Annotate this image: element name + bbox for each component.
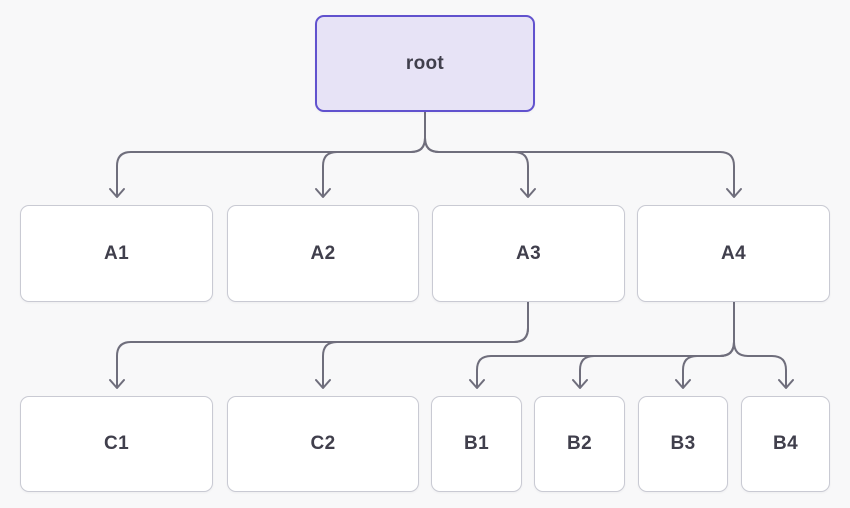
- node-label: root: [405, 52, 445, 74]
- node-label: C2: [310, 433, 336, 454]
- arrowhead-a2: [315, 188, 331, 198]
- node-a1[interactable]: A1: [20, 205, 213, 302]
- node-label: B1: [464, 433, 489, 454]
- node-label: B2: [567, 433, 592, 454]
- node-b4[interactable]: B4: [741, 396, 830, 492]
- node-label: B3: [670, 433, 696, 454]
- node-a4[interactable]: A4: [637, 205, 830, 302]
- edge-a4-b4: [733, 301, 787, 387]
- arrowhead-b2: [572, 379, 588, 389]
- node-c2[interactable]: C2: [227, 396, 419, 492]
- node-label: A3: [516, 242, 541, 264]
- node-root[interactable]: root: [315, 15, 535, 112]
- node-b2[interactable]: B2: [534, 396, 625, 492]
- arrowhead-b3: [675, 379, 691, 389]
- edge-root-a4: [424, 111, 735, 196]
- arrowhead-a3: [520, 188, 536, 198]
- node-label: C1: [104, 433, 129, 454]
- node-label: A1: [104, 242, 129, 264]
- arrowhead-c1: [109, 379, 125, 389]
- arrowhead-c2: [315, 379, 331, 389]
- node-a2[interactable]: A2: [227, 205, 419, 302]
- edge-root-a1: [116, 111, 426, 196]
- edge-a4-b2: [579, 301, 735, 387]
- node-label: A4: [721, 242, 746, 264]
- node-a3[interactable]: A3: [432, 205, 625, 302]
- arrowhead-b4: [778, 379, 794, 389]
- arrowhead-a1: [109, 188, 125, 198]
- node-c1[interactable]: C1: [20, 396, 213, 492]
- node-b3[interactable]: B3: [638, 396, 728, 492]
- arrowhead-a4: [726, 188, 742, 198]
- edge-a3-c2: [322, 301, 529, 387]
- node-b1[interactable]: B1: [431, 396, 522, 492]
- edge-root-a3: [424, 111, 529, 196]
- node-label: A2: [310, 242, 336, 264]
- node-label: B4: [773, 433, 798, 454]
- edge-a4-b1: [476, 301, 735, 387]
- edge-root-a2: [322, 111, 426, 196]
- arrowhead-b1: [469, 379, 485, 389]
- edge-a4-b3: [682, 301, 735, 387]
